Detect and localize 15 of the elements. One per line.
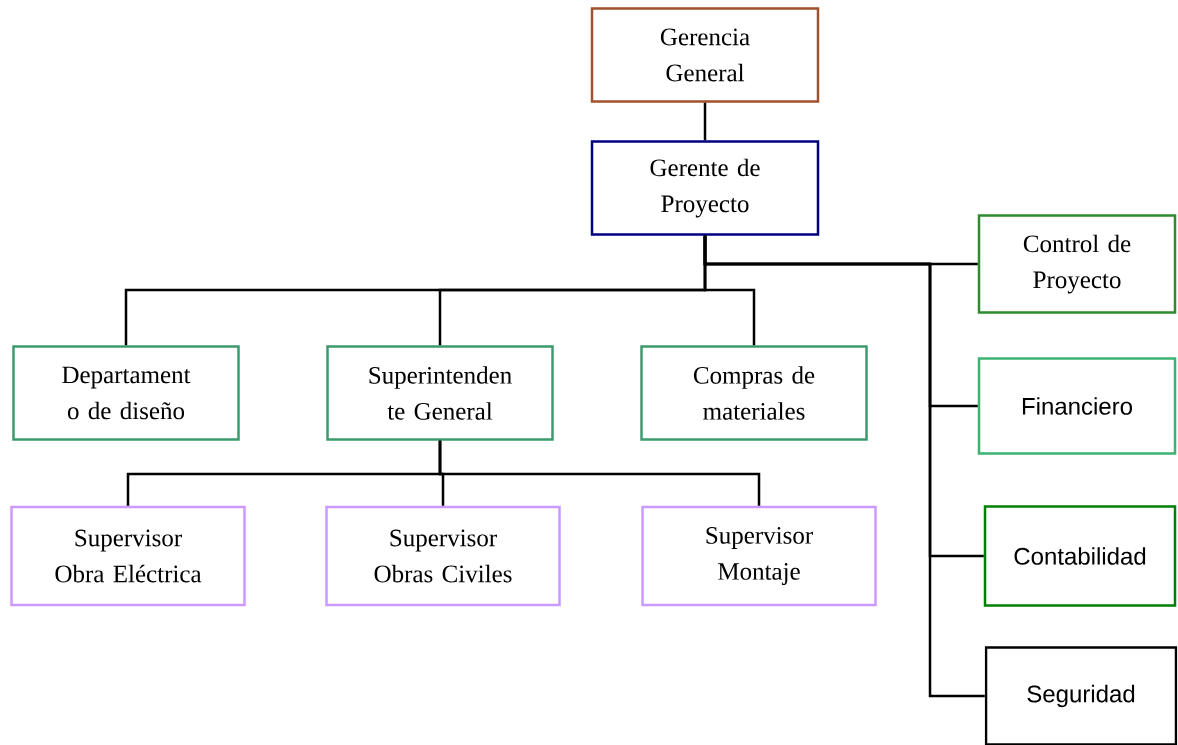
- org-box: Superintenden te General: [326, 345, 554, 441]
- org-box: Compras de materiales: [640, 345, 868, 441]
- connector-line: [438, 440, 761, 506]
- org-box: Supervisor Obra Eléctrica: [10, 505, 246, 607]
- org-box: Supervisor Montaje: [641, 505, 877, 607]
- org-box: Gerente de Proyecto: [590, 140, 820, 236]
- org-box: Seguridad: [984, 646, 1178, 745]
- connector-line: [703, 102, 707, 141]
- org-box: Gerencia General: [590, 7, 820, 103]
- org-box: Supervisor Obras Civiles: [325, 505, 561, 607]
- org-box: Contabilidad: [983, 505, 1177, 607]
- org-box: Control de Proyecto: [977, 214, 1177, 314]
- connector-line: [703, 235, 985, 698]
- org-box: Departament o de diseño: [12, 345, 240, 441]
- org-box: Financiero: [977, 357, 1177, 455]
